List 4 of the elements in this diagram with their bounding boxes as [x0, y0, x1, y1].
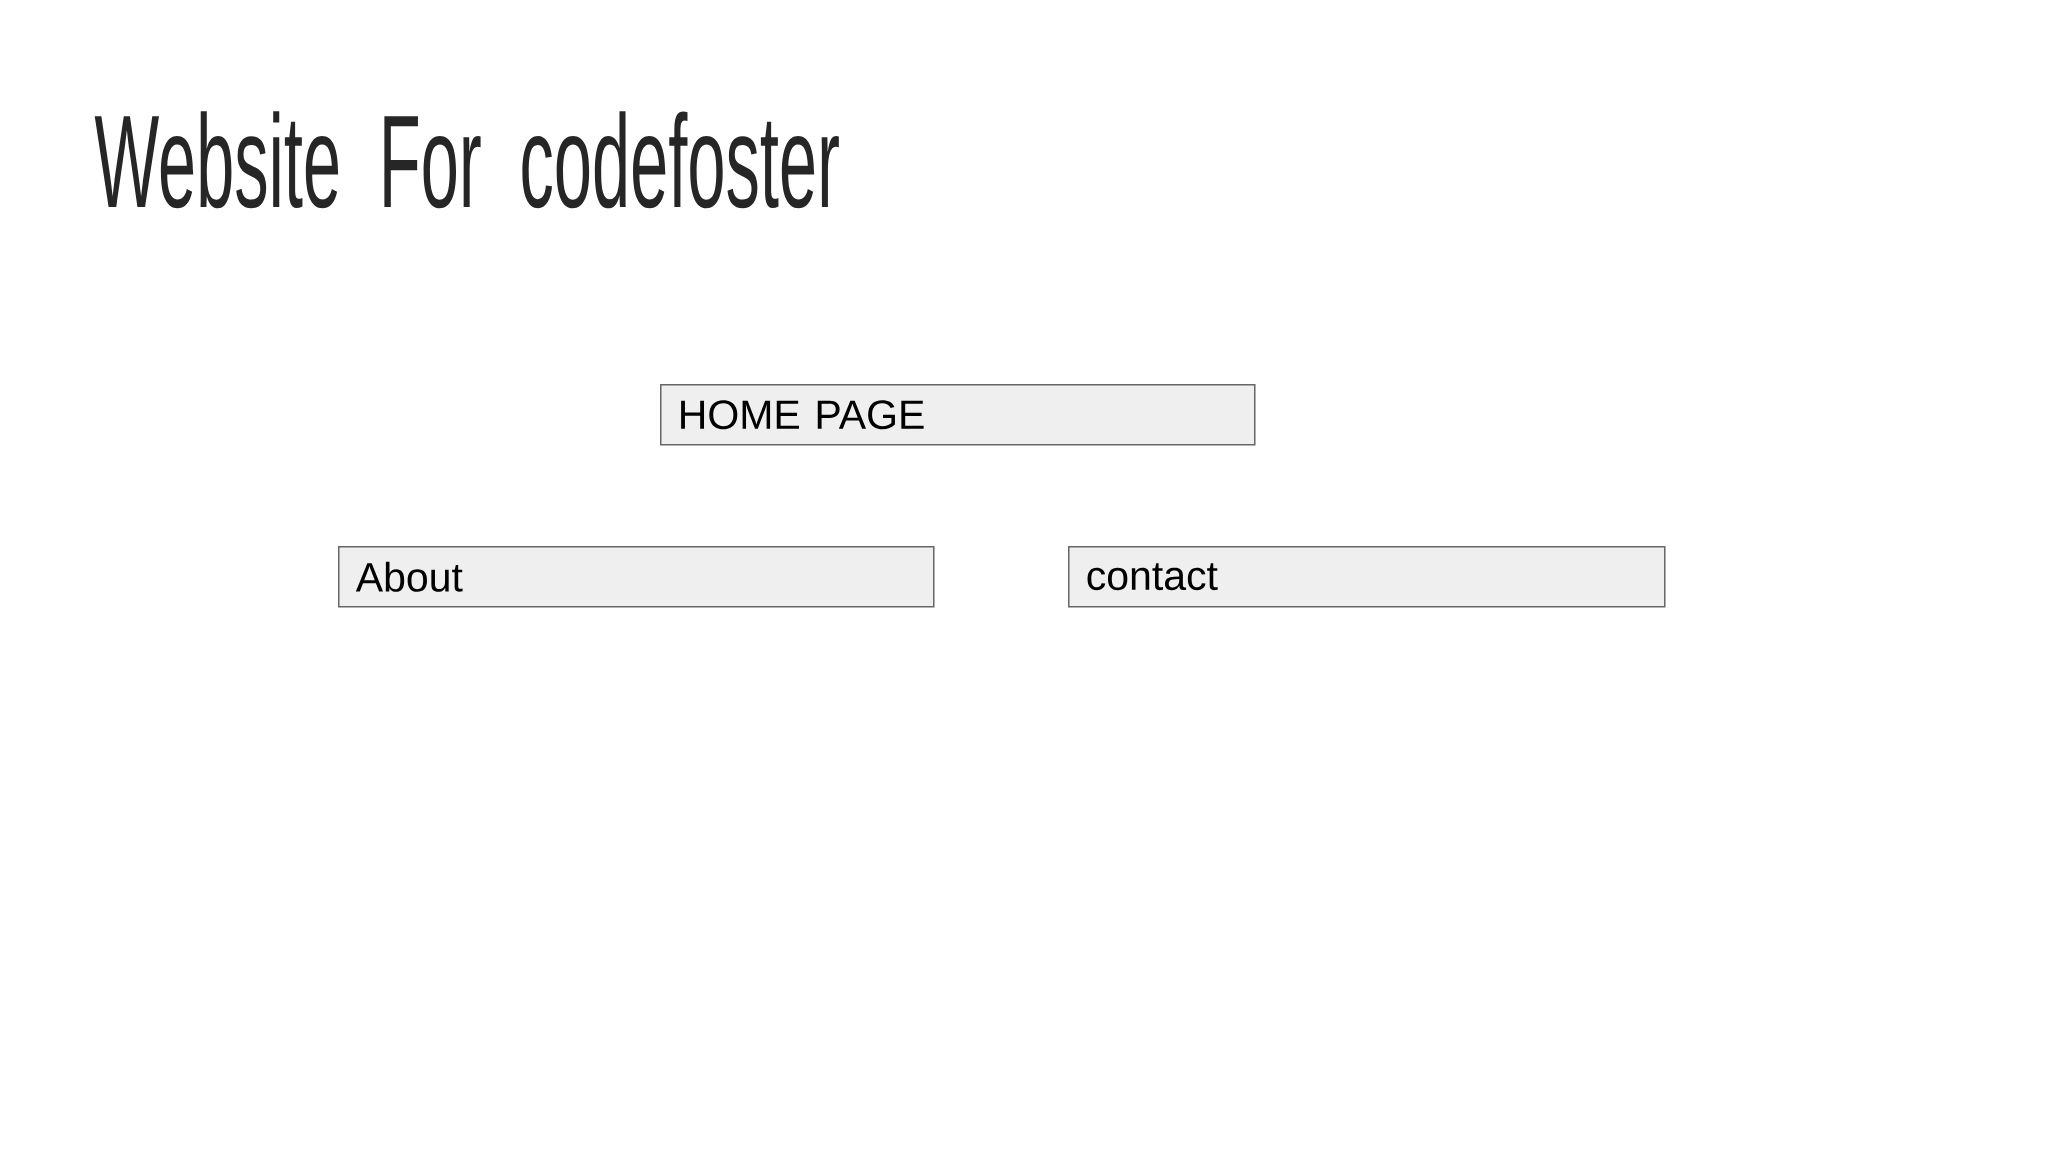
- page-box: HOME PAGE: [660, 384, 1256, 446]
- page-title: Website For codefoster: [94, 111, 839, 209]
- page-box: contact: [1068, 546, 1666, 608]
- page-box: About: [338, 546, 935, 608]
